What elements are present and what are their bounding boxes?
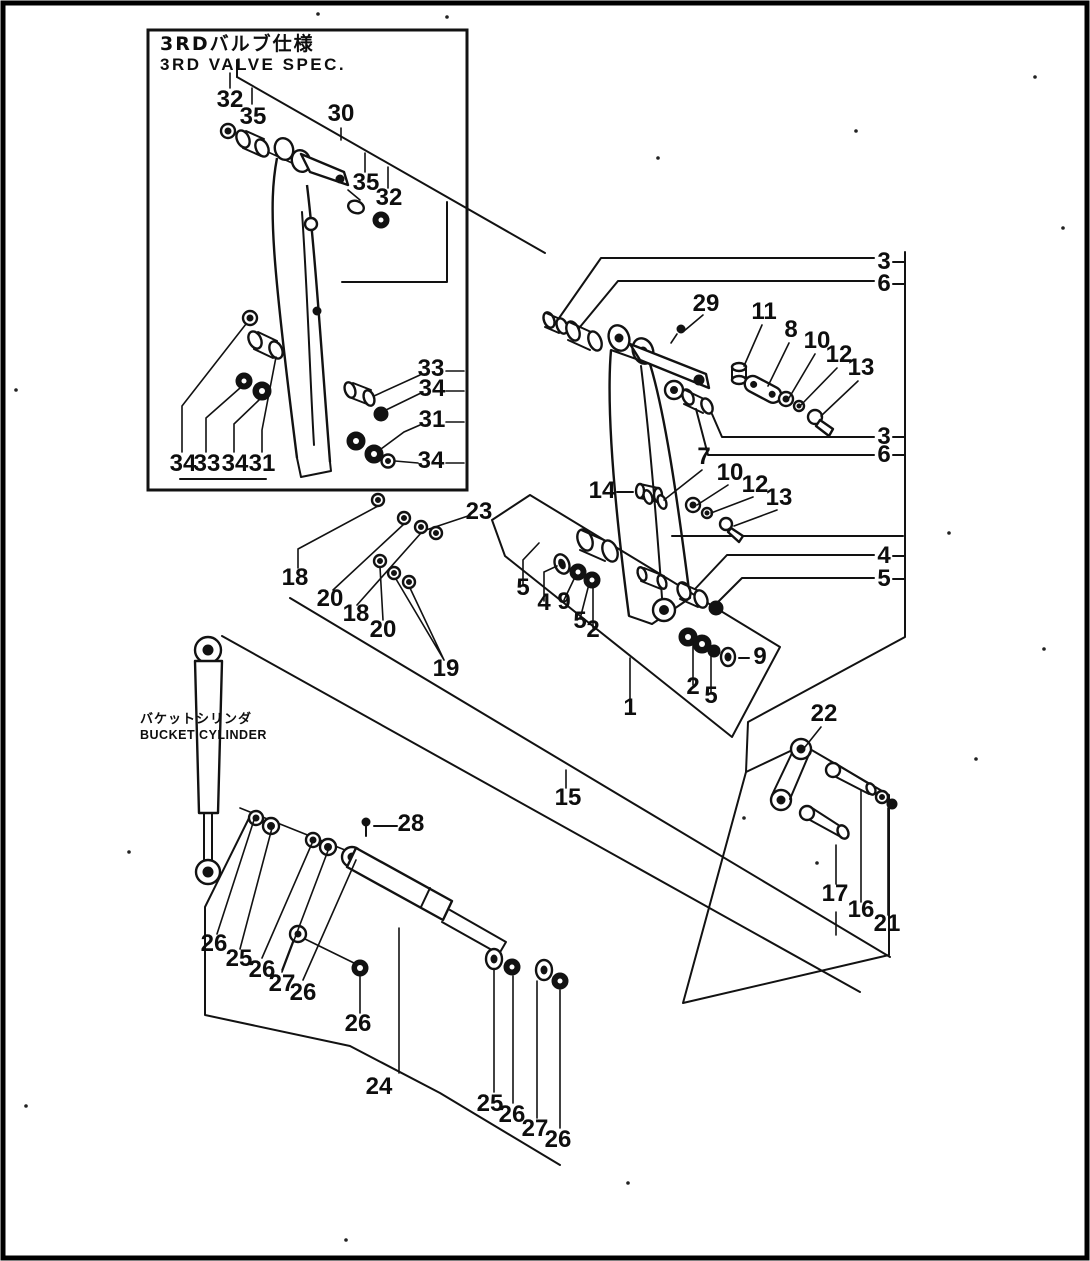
scan-specks xyxy=(14,12,1065,1242)
pin-top-small xyxy=(542,311,569,335)
perspective-lines xyxy=(204,251,906,1166)
callout-34-9: 34 xyxy=(170,450,197,477)
inset-title-en: 3RD VALVE SPEC. xyxy=(160,55,346,74)
callout-12-19: 12 xyxy=(826,341,853,368)
pin-7 xyxy=(642,489,668,510)
callout-18-42: 18 xyxy=(343,600,370,627)
callout-5-30: 5 xyxy=(516,574,529,601)
callout-3-13: 3 xyxy=(877,248,890,275)
inset-arm xyxy=(271,136,350,478)
callout-30-2: 30 xyxy=(328,100,355,127)
callout-25-48: 25 xyxy=(226,945,253,972)
inset-collar-35 xyxy=(347,199,365,215)
callout-31-7: 31 xyxy=(419,406,446,433)
callout-33-10: 33 xyxy=(194,450,221,477)
callout-34-8: 34 xyxy=(418,447,445,474)
callout-23-39: 23 xyxy=(466,498,493,525)
callout-29-15: 29 xyxy=(693,290,720,317)
callout-5-33: 5 xyxy=(573,607,586,634)
callout-11-16: 11 xyxy=(751,298,776,325)
bolt-17 xyxy=(798,804,850,840)
callout-28-46: 28 xyxy=(398,810,425,837)
callout-35-3: 35 xyxy=(353,169,380,196)
bucket-cylinder-drawing xyxy=(193,635,224,886)
callout-27-50: 27 xyxy=(269,970,296,997)
callout-13-27: 13 xyxy=(766,484,793,511)
callout-5-29: 5 xyxy=(877,565,890,592)
callout-13-20: 13 xyxy=(848,354,875,381)
pin-top-large xyxy=(565,320,603,352)
callout-14-23: 14 xyxy=(589,477,616,504)
bucket-cylinder-label-jp: バケットシリンダ xyxy=(140,711,252,727)
callout-32-0: 32 xyxy=(217,86,244,113)
bolt-13b xyxy=(718,516,745,544)
callout-10-25: 10 xyxy=(717,459,744,486)
callout-31-12: 31 xyxy=(249,450,276,477)
callout-22-58: 22 xyxy=(811,700,838,727)
bolt-16 xyxy=(824,761,898,810)
grease-fitting-28 xyxy=(361,817,371,827)
callout-20-41: 20 xyxy=(317,585,344,612)
callout-26-49: 26 xyxy=(249,956,276,983)
callout-3-21: 3 xyxy=(877,423,890,450)
inset-3rd-valve-drawing xyxy=(146,28,546,492)
callout-12-26: 12 xyxy=(742,471,769,498)
bucket-cylinder-label-en: BUCKET CYLINDER xyxy=(140,728,267,742)
pin-11 xyxy=(730,361,748,386)
callout-21-61: 21 xyxy=(874,910,901,937)
callout-8-17: 8 xyxy=(784,316,797,343)
callout-6-14: 6 xyxy=(877,270,890,297)
callout-5-37: 5 xyxy=(704,682,717,709)
callout-32-4: 32 xyxy=(376,184,403,211)
pin-lower-left xyxy=(636,566,724,616)
callout-2-34: 2 xyxy=(586,616,599,643)
callout-9-32: 9 xyxy=(557,588,570,615)
callout-25-54: 25 xyxy=(477,1090,504,1117)
callout-26-57: 26 xyxy=(545,1126,572,1153)
callout-19-44: 19 xyxy=(433,655,460,682)
callout-20-43: 20 xyxy=(370,616,397,643)
inset-title-jp: 3RDバルブ仕様 xyxy=(160,32,315,55)
callout-35-1: 35 xyxy=(240,103,267,130)
callout-34-11: 34 xyxy=(222,450,249,477)
callout-6-22: 6 xyxy=(877,441,890,468)
callout-2-36: 2 xyxy=(686,673,699,700)
callout-17-59: 17 xyxy=(822,880,849,907)
bushing-cluster-left xyxy=(553,528,619,589)
rod-assembly-drawing xyxy=(216,807,569,1129)
inset-lower-right-pins xyxy=(343,381,396,469)
callout-7-24: 7 xyxy=(697,443,710,470)
callout-10-18: 10 xyxy=(804,327,831,354)
callout-16-60: 16 xyxy=(848,896,875,923)
callout-26-51: 26 xyxy=(290,979,317,1006)
callout-26-47: 26 xyxy=(201,930,228,957)
bolt-29 xyxy=(676,324,686,334)
callout-27-56: 27 xyxy=(522,1115,549,1142)
callout-1-38: 1 xyxy=(623,694,636,721)
link-8 xyxy=(743,374,783,404)
callout-18-40: 18 xyxy=(282,564,309,591)
callout-34-6: 34 xyxy=(419,375,446,402)
callout-15-45: 15 xyxy=(555,784,582,811)
bottom-washers xyxy=(678,627,737,668)
callout-4-28: 4 xyxy=(877,542,891,569)
callout-24-53: 24 xyxy=(366,1073,393,1100)
callout-4-31: 4 xyxy=(537,589,551,616)
seal-washer-cluster xyxy=(297,492,469,661)
callout-9-35: 9 xyxy=(753,643,766,670)
main-arm-drawing xyxy=(522,311,859,707)
h-link-drawing xyxy=(769,726,898,936)
pin-mid-right xyxy=(681,388,714,415)
bolt-13 xyxy=(806,408,835,438)
callout-33-5: 33 xyxy=(418,355,445,382)
callout-26-52: 26 xyxy=(345,1010,372,1037)
inset-lower-pins xyxy=(235,309,284,401)
callout-26-55: 26 xyxy=(499,1101,526,1128)
